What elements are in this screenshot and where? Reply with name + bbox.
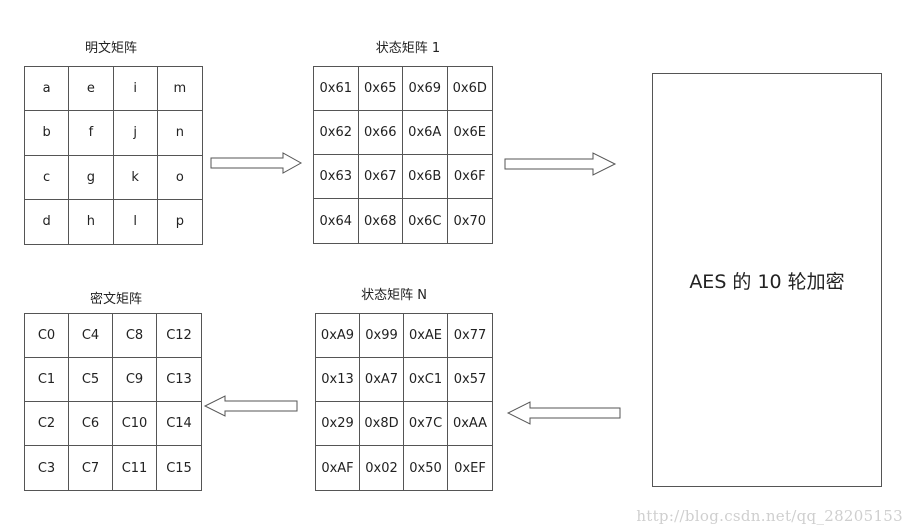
ciphertext-matrix-title: 密文矩阵 — [89, 292, 143, 307]
arrow-right-icon — [504, 152, 617, 176]
matrix-cell: 0xEF — [454, 460, 486, 476]
matrix-cell: 0xC1 — [404, 358, 448, 402]
matrix-cell: f — [69, 111, 114, 156]
matrix-cell: 0x7C — [404, 402, 448, 446]
matrix-cell: i — [113, 67, 158, 112]
matrix-cell: j — [113, 111, 158, 156]
matrix-cell: C14 — [157, 402, 201, 446]
matrix-cell: o — [157, 156, 202, 200]
matrix-cell: 0x77 — [448, 314, 492, 358]
matrix-cell: d — [25, 199, 70, 244]
arrow-left-icon — [506, 401, 621, 425]
matrix-cell: C9 — [113, 358, 157, 402]
watermark: http://blog.csdn.net/qq_28205153 — [636, 507, 903, 525]
matrix-cell: 0x6E — [447, 111, 492, 155]
matrix-cell: 0x29 — [316, 402, 360, 446]
matrix-cell: 0x8D — [360, 402, 404, 446]
matrix-cell: 0x57 — [448, 358, 492, 402]
arrow-right-icon — [210, 152, 303, 174]
matrix-cell: C6 — [69, 402, 113, 446]
matrix-cell: C7 — [69, 446, 113, 490]
matrix-cell: 0xA7 — [360, 358, 404, 402]
arrow-left-icon — [203, 395, 298, 417]
matrix-cell: 0x99 — [360, 314, 404, 358]
matrix-cell: C3 — [25, 446, 69, 490]
matrix-cell: e — [69, 67, 114, 112]
matrix-cell: p — [175, 214, 184, 230]
aes-10-round-encryption-box: AES 的 10 轮加密 — [652, 73, 882, 487]
matrix-cell: 0x68 — [359, 199, 403, 243]
state-matrix-n-title: 状态矩阵 N — [361, 288, 427, 303]
matrix-cell: C10 — [113, 402, 157, 446]
matrix-cell: 0xAE — [404, 314, 448, 358]
matrix-cell: C8 — [113, 314, 157, 358]
matrix-cell: l — [114, 199, 158, 244]
matrix-cell: C13 — [157, 358, 201, 402]
matrix-cell: 0x64 — [314, 199, 359, 243]
aes-process-label: AES 的 10 轮加密 — [689, 270, 845, 293]
matrix-cell: 0x6D — [447, 67, 492, 111]
matrix-cell: 0xAF — [316, 446, 360, 490]
matrix-cell: a — [25, 67, 70, 112]
matrix-cell: 0x02 — [360, 446, 404, 490]
matrix-cell: 0x13 — [316, 358, 360, 402]
matrix-cell: C4 — [69, 314, 113, 358]
matrix-cell: C11 — [113, 446, 157, 490]
matrix-cell: 0x61 — [314, 67, 359, 111]
matrix-cell: 0x50 — [404, 446, 448, 490]
matrix-cell: 0x65 — [358, 67, 403, 111]
matrix-cell: 0x63 — [314, 155, 359, 199]
matrix-cell: 0x6F — [447, 155, 492, 199]
matrix-cell: 0xA9 — [316, 314, 360, 358]
matrix-cell: c — [25, 155, 70, 200]
matrix-cell: g — [69, 155, 114, 200]
matrix-cell: C1 — [25, 358, 69, 402]
matrix-cell: C0 — [25, 314, 69, 358]
matrix-cell: 0x6C — [403, 199, 448, 243]
matrix-cell: C12 — [157, 314, 201, 358]
matrix-cell: 0x70 — [453, 213, 486, 229]
matrix-cell: 0x67 — [358, 155, 403, 199]
matrix-cell: 0xAA — [448, 402, 492, 446]
matrix-cell: 0x6A — [403, 111, 448, 155]
matrix-cell: 0x6B — [403, 155, 448, 199]
matrix-cell: C2 — [25, 402, 69, 446]
matrix-cell: m — [157, 67, 202, 112]
matrix-cell: n — [157, 111, 202, 156]
matrix-cell: 0x69 — [403, 67, 448, 111]
matrix-cell: 0x66 — [358, 111, 403, 155]
matrix-cell: C5 — [69, 358, 113, 402]
matrix-cell: h — [69, 199, 114, 244]
matrix-cell: k — [113, 155, 158, 200]
matrix-cell: b — [25, 111, 70, 156]
matrix-cell: 0x62 — [314, 111, 359, 155]
matrix-cell: C15 — [166, 460, 192, 476]
plaintext-matrix-title: 明文矩阵 — [84, 41, 138, 56]
state-matrix-1-title: 状态矩阵 1 — [375, 41, 441, 56]
